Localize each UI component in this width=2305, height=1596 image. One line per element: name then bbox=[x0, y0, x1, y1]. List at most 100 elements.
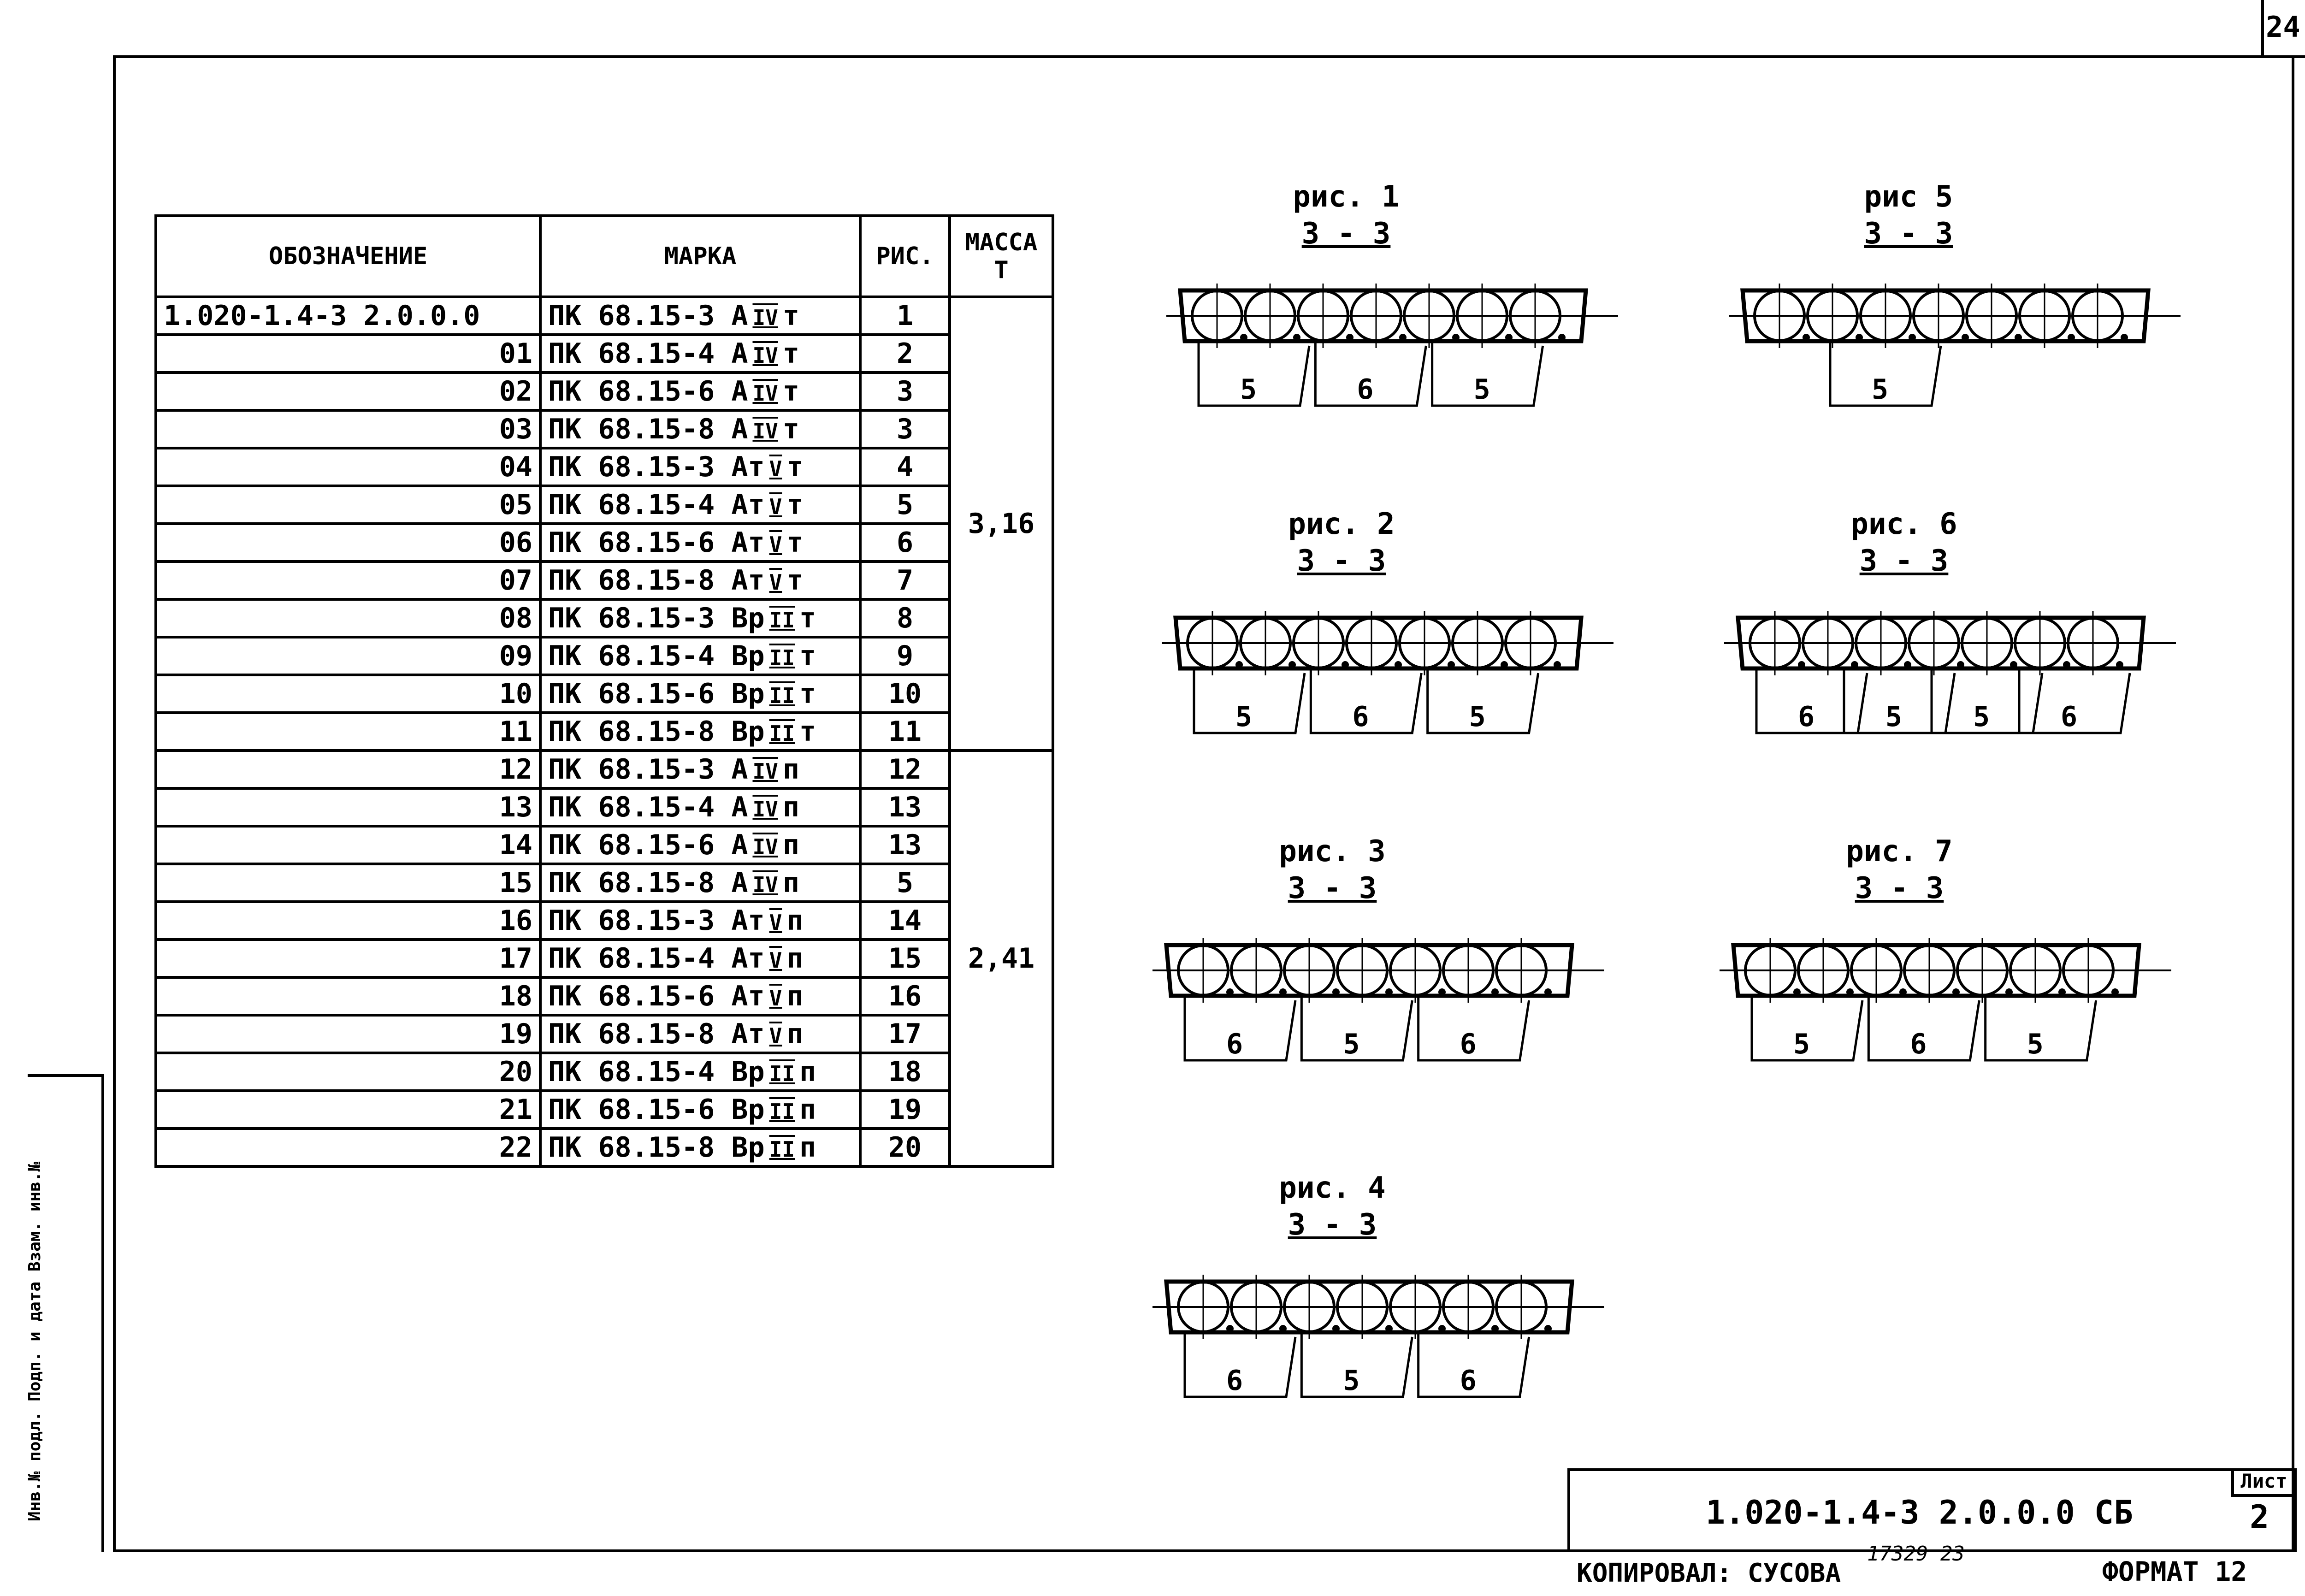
mark-text: ПК 68.15-3 А bbox=[548, 300, 748, 332]
bar-label: 6 bbox=[1226, 1365, 1243, 1397]
designation-cell: 03 bbox=[154, 409, 542, 449]
designation-cell: 13 bbox=[154, 787, 542, 828]
slab-outline bbox=[1164, 1279, 1574, 1335]
mark-text: ПК 68.15-6 А bbox=[548, 829, 748, 861]
bar-label: 5 bbox=[1793, 1028, 1810, 1060]
rebar-dot bbox=[1558, 334, 1566, 341]
figure-cell: 8 bbox=[859, 598, 951, 638]
leader-line bbox=[1417, 996, 1531, 1062]
rebar-dot bbox=[1798, 661, 1805, 668]
bar-label: 6 bbox=[1460, 1028, 1477, 1060]
leader-line bbox=[1431, 341, 1544, 407]
rebar-dot bbox=[1962, 334, 1969, 341]
section-label: 3 - 3 bbox=[1288, 1208, 1377, 1242]
steel-class: IV bbox=[752, 381, 778, 406]
mark-suffix: т bbox=[786, 489, 804, 521]
leader-line bbox=[1183, 1332, 1297, 1398]
figure-cell: 16 bbox=[859, 976, 951, 1017]
mark-text: ПК 68.15-8 Ат bbox=[548, 1018, 765, 1050]
rebar-dot bbox=[1491, 988, 1499, 996]
section-label: 3 - 3 bbox=[1855, 871, 1944, 905]
rebar-dot bbox=[1952, 988, 1960, 996]
figure-cell: 5 bbox=[859, 485, 951, 525]
designation-cell: 19 bbox=[154, 1014, 542, 1054]
steel-class: II bbox=[769, 645, 795, 670]
steel-class: V bbox=[769, 532, 782, 557]
leader-line bbox=[1984, 996, 2098, 1062]
rebar-dot bbox=[1399, 334, 1407, 341]
figure-cell: 6 bbox=[859, 522, 951, 563]
leader-line bbox=[1829, 341, 1942, 407]
rebar-dot bbox=[1332, 1325, 1340, 1332]
figure-cell: 3 bbox=[859, 409, 951, 449]
rebar-dot bbox=[2068, 334, 2075, 341]
steel-class: IV bbox=[752, 305, 778, 330]
rebar-dot bbox=[1448, 661, 1455, 668]
leader-line bbox=[1300, 1332, 1413, 1398]
side-stamp-text: Инв.№ подл. Подп. и дата Взам. инв.№ bbox=[25, 1161, 44, 1521]
mark-text: ПК 68.15-6 Ат bbox=[548, 980, 765, 1012]
leader-line bbox=[1417, 1332, 1531, 1398]
rebar-dot bbox=[2111, 988, 2119, 996]
mark-text: ПК 68.15-8 Ат bbox=[548, 564, 765, 597]
mark-suffix: п bbox=[786, 904, 804, 937]
copied-by: КОПИРОВАЛ: СУСОВА bbox=[1577, 1558, 1841, 1588]
figure-cell: 13 bbox=[859, 787, 951, 828]
bar-label: 6 bbox=[1910, 1028, 1927, 1060]
rebar-dot bbox=[1240, 334, 1247, 341]
figure-title: рис. 4 bbox=[1279, 1171, 1386, 1205]
designation-cell: 10 bbox=[154, 674, 542, 714]
leader-line bbox=[2018, 668, 2131, 734]
title-block bbox=[1567, 1468, 2297, 1552]
designation-cell: 18 bbox=[154, 976, 542, 1017]
mark-text: ПК 68.15-3 Вр bbox=[548, 602, 765, 634]
bar-label: 6 bbox=[1226, 1028, 1243, 1060]
figure-cell: 14 bbox=[859, 900, 951, 941]
leader-line bbox=[1843, 668, 1956, 734]
header-designation: ОБОЗНАЧЕНИЕ bbox=[154, 214, 542, 298]
figure-cell: 9 bbox=[859, 636, 951, 676]
steel-class: II bbox=[769, 721, 795, 746]
rebar-dot bbox=[2010, 661, 2017, 668]
rebar-dot bbox=[1554, 661, 1561, 668]
mark-text: ПК 68.15-8 А bbox=[548, 413, 748, 445]
bar-label: 6 bbox=[2061, 701, 2077, 733]
figure-cell: 17 bbox=[859, 1014, 951, 1054]
leader-line bbox=[1193, 668, 1306, 734]
mark-text: ПК 68.15-6 Ат bbox=[548, 526, 765, 559]
figure-cell: 12 bbox=[859, 749, 951, 790]
rebar-dot bbox=[1904, 661, 1911, 668]
figure-cell: 5 bbox=[859, 863, 951, 903]
rebar-dot bbox=[1332, 988, 1340, 996]
copy-number: 17329 23 bbox=[1867, 1542, 1965, 1566]
mark-text: ПК 68.15-6 А bbox=[548, 375, 748, 408]
rebar-dot bbox=[1856, 334, 1863, 341]
steel-class: V bbox=[769, 494, 782, 519]
mark-suffix: п bbox=[782, 829, 799, 861]
mass-cell: 3,16 bbox=[948, 296, 1054, 752]
rebar-dot bbox=[1851, 661, 1858, 668]
mark-text: ПК 68.15-8 Вр bbox=[548, 1131, 765, 1164]
rebar-dot bbox=[1793, 988, 1801, 996]
mark-text: ПК 68.15-4 Вр bbox=[548, 1056, 765, 1088]
designation-cell: 21 bbox=[154, 1089, 542, 1130]
rebar-dot bbox=[2015, 334, 2022, 341]
